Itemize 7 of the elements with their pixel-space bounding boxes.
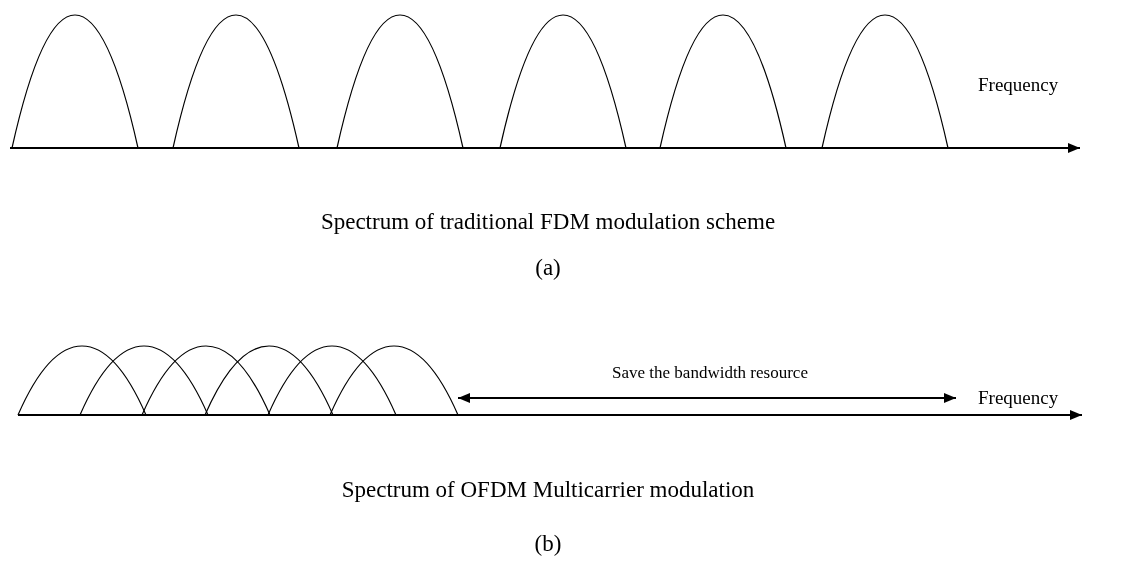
figure-caption: Spectrum of traditional FDM modulation scheme [320,210,776,233]
axis-label: Frequency [978,75,1059,94]
axis-label: Frequency [978,388,1059,407]
dimension-label: Save the bandwidth resource [612,364,808,381]
figure-caption: Spectrum of OFDM Multicarrier modulation [341,478,755,501]
panel-label: (b) [534,532,562,555]
panel-label: (a) [535,256,561,279]
